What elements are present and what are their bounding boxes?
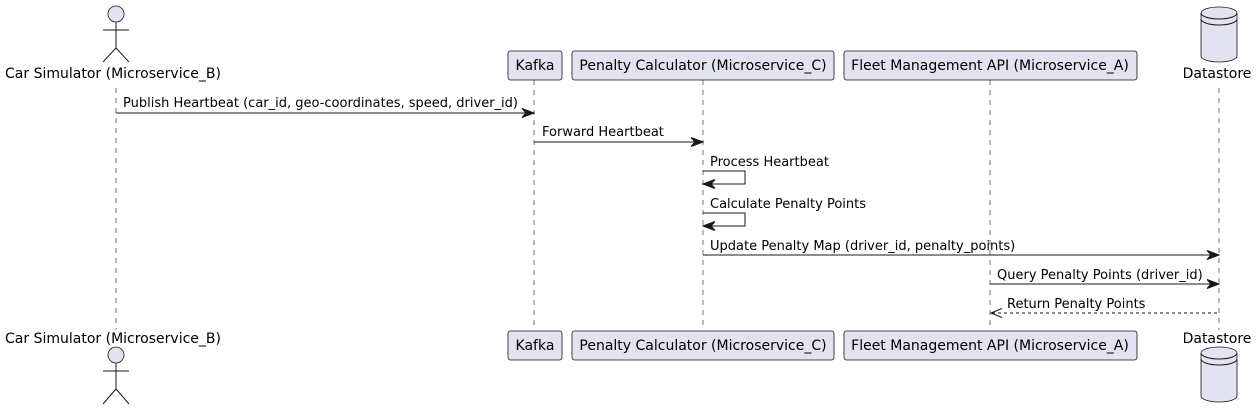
participant-box <box>507 330 563 361</box>
message-arrow <box>703 170 746 185</box>
participant-label: Penalty Calculator (Microservice_C) <box>579 58 826 74</box>
arrow-head <box>989 308 1003 318</box>
participant-label: Penalty Calculator (Microservice_C) <box>579 338 826 354</box>
participant-label: Datastore <box>1183 66 1252 82</box>
participant-label: Datastore <box>1183 331 1252 347</box>
message-label: Update Penalty Map (driver_id, penalty_p… <box>710 239 1015 254</box>
message-process-heartbeat: Process Heartbeat <box>701 155 829 189</box>
database-icon <box>1200 6 1238 63</box>
participant-datastore-top: Datastore <box>1183 6 1252 82</box>
participant-box <box>571 330 835 361</box>
message-return-penalty-points: Return Penalty Points <box>989 297 1219 318</box>
participant-kafka-top: Kafka <box>507 50 563 81</box>
participant-kafka-bottom: Kafka <box>507 330 563 361</box>
actor-car-simulator-bottom: Car Simulator (Microservice_B) <box>5 331 221 405</box>
message-label: Publish Heartbeat (car_id, geo-coordinat… <box>123 96 518 111</box>
message-forward-heartbeat: Forward Heartbeat <box>534 125 705 147</box>
participant-box <box>843 50 1138 81</box>
message-arrow <box>703 212 746 227</box>
database-icon <box>1200 346 1238 403</box>
participant-label: Fleet Management API (Microservice_A) <box>851 338 1129 354</box>
arrow-head <box>1206 250 1221 260</box>
actor-icon <box>102 5 130 63</box>
participant-label: Car Simulator (Microservice_B) <box>5 66 221 82</box>
arrow-head <box>701 221 716 231</box>
arrow-head <box>1206 279 1221 289</box>
message-publish-heartbeat: Publish Heartbeat (car_id, geo-coordinat… <box>116 96 536 118</box>
message-update-penalty-map: Update Penalty Map (driver_id, penalty_p… <box>703 239 1221 260</box>
actor-car-simulator-top: Car Simulator (Microservice_B) <box>5 5 221 82</box>
message-calculate-penalty-points: Calculate Penalty Points <box>701 197 866 231</box>
participant-box <box>843 330 1138 361</box>
arrow-head <box>701 179 716 189</box>
participant-fleet-api-top: Fleet Management API (Microservice_A) <box>843 50 1138 81</box>
arrow-head <box>690 137 705 147</box>
participant-box <box>507 50 563 81</box>
participant-label: Fleet Management API (Microservice_A) <box>851 58 1129 74</box>
message-label: Return Penalty Points <box>1007 297 1146 312</box>
participant-datastore-bottom: Datastore <box>1183 331 1252 403</box>
message-label: Query Penalty Points (driver_id) <box>997 268 1203 283</box>
message-query-penalty-points: Query Penalty Points (driver_id) <box>990 268 1221 289</box>
arrow-head <box>521 108 536 118</box>
participant-label: Car Simulator (Microservice_B) <box>5 331 221 347</box>
message-label: Calculate Penalty Points <box>710 197 866 212</box>
message-label: Process Heartbeat <box>710 155 829 170</box>
actor-icon <box>102 346 130 405</box>
participant-label: Kafka <box>516 338 555 354</box>
participant-fleet-api-bottom: Fleet Management API (Microservice_A) <box>843 330 1138 361</box>
participant-label: Kafka <box>516 58 555 74</box>
participant-penalty-calculator-top: Penalty Calculator (Microservice_C) <box>571 50 835 81</box>
participant-box <box>571 50 835 81</box>
message-label: Forward Heartbeat <box>542 125 664 140</box>
participant-penalty-calculator-bottom: Penalty Calculator (Microservice_C) <box>571 330 835 361</box>
